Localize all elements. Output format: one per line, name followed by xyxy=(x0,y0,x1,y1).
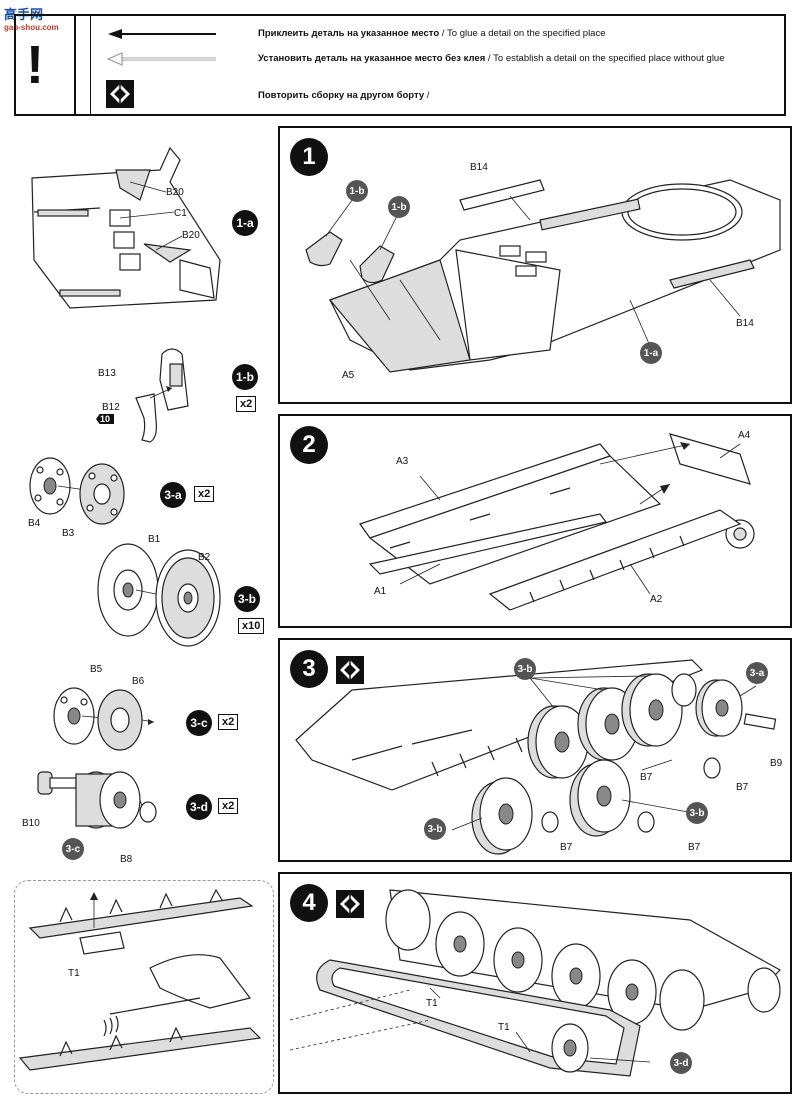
mult-3c: x2 xyxy=(218,714,239,730)
step-1-tag-1b-left: 1-b xyxy=(346,180,368,202)
step-3-drawing xyxy=(295,659,777,855)
part-badge-10: 10 xyxy=(96,414,115,424)
legend-repeat-text: Повторить сборку на другом борту / xyxy=(258,90,429,101)
tag-3a: 3-a xyxy=(160,482,186,508)
step-3-tag-3b-left: 3-b xyxy=(424,818,446,840)
step-4-number: 4 xyxy=(290,884,328,922)
label-b3: B3 xyxy=(62,528,75,539)
label-b13: B13 xyxy=(98,368,116,379)
label-t1-inset: T1 xyxy=(68,968,80,979)
legend-repeat-ru: Повторить сборку на другом борту xyxy=(258,90,425,101)
legend-box: ! Приклеить деталь на указанное место / … xyxy=(14,14,786,116)
step-3-number: 3 xyxy=(290,650,328,688)
step-3-label-b7-d: B7 xyxy=(688,842,701,853)
tag-3d: 3-d xyxy=(186,794,212,820)
step-2-label-a4: A4 xyxy=(738,430,751,441)
step-3-label-b7-a: B7 xyxy=(640,772,653,783)
label-b8: B8 xyxy=(120,854,133,865)
step-1-tag-1b-right: 1-b xyxy=(388,196,410,218)
legend-glue-text: Приклеить деталь на указанное место / To… xyxy=(258,28,606,39)
sub3a-drawing xyxy=(29,457,125,525)
step-4-label-t1-b: T1 xyxy=(498,1022,510,1033)
legend-noglue-ru: Установить деталь на указанное место без… xyxy=(258,53,486,64)
sub3d-drawing xyxy=(37,771,157,829)
step-1-label-b14-right: B14 xyxy=(736,318,754,329)
step-1-label-a5: A5 xyxy=(342,370,355,381)
label-b6: B6 xyxy=(132,676,145,687)
watermark-sub: gao-shou.com xyxy=(4,23,59,32)
legend-glue-en: / To glue a detail on the specified plac… xyxy=(439,28,606,39)
step-4-tag-3d: 3-d xyxy=(670,1052,692,1074)
step-3-tag-3a: 3-a xyxy=(746,662,768,684)
sub1b-drawing xyxy=(135,348,189,443)
step-3-tag-3b-right: 3-b xyxy=(686,802,708,824)
step-4-label-t1-a: T1 xyxy=(426,998,438,1009)
label-b10: B10 xyxy=(22,818,40,829)
mult-1b: x2 xyxy=(236,396,257,412)
step-2-label-a2: A2 xyxy=(650,594,663,605)
label-b12: B12 xyxy=(102,402,120,413)
step-1-drawing xyxy=(305,179,781,373)
sub3b-drawing xyxy=(97,543,221,647)
step-3-label-b9: B9 xyxy=(770,758,783,769)
label-b20-bottom: B20 xyxy=(182,230,200,241)
legend-divider xyxy=(74,16,76,114)
legend-noglue-en: / To establish a detail on the specified… xyxy=(485,53,725,64)
label-c1: C1 xyxy=(174,208,187,219)
sub1a-drawing xyxy=(31,146,221,309)
step-4-repeat-icon xyxy=(336,890,364,918)
label-b4: B4 xyxy=(28,518,41,529)
tag-3d-sub-3c: 3-c xyxy=(62,838,84,860)
step-2-number: 2 xyxy=(290,426,328,464)
step-3-repeat-icon xyxy=(336,656,364,684)
step-2-label-a1: A1 xyxy=(374,586,387,597)
sub1a-leaders xyxy=(119,181,183,251)
step-2-drawing xyxy=(359,433,755,611)
mult-3b: x10 xyxy=(238,618,265,634)
label-b1: B1 xyxy=(148,534,161,545)
step-1-label-b14-top: B14 xyxy=(470,162,488,173)
tag-3b: 3-b xyxy=(234,586,260,612)
step-1-number: 1 xyxy=(290,138,328,176)
step-3-label-b7-b: B7 xyxy=(736,782,749,793)
legend-arrows xyxy=(106,29,216,66)
mult-3d: x2 xyxy=(218,798,239,814)
tag-1b: 1-b xyxy=(232,364,258,390)
repeat-symbol-icon xyxy=(106,80,134,108)
step-2-label-a3: A3 xyxy=(396,456,409,467)
tag-3c: 3-c xyxy=(186,710,212,736)
step-3-tag-3b-top: 3-b xyxy=(514,658,536,680)
exclamation-icon: ! xyxy=(26,35,44,95)
legend-repeat-en: / xyxy=(424,90,430,101)
mult-3a: x2 xyxy=(194,486,215,502)
sub3c-drawing xyxy=(53,687,155,751)
step-4-drawing xyxy=(289,889,781,1077)
label-b20-top: B20 xyxy=(166,187,184,198)
step-3-label-b7-c: B7 xyxy=(560,842,573,853)
track-inset-drawing xyxy=(18,888,262,1071)
label-b5: B5 xyxy=(90,664,103,675)
legend-divider-thin xyxy=(90,16,91,114)
track-detail-inset xyxy=(14,880,274,1094)
tag-1a: 1-a xyxy=(232,210,258,236)
label-b2: B2 xyxy=(198,552,211,563)
step-1-tag-1a: 1-a xyxy=(640,342,662,364)
legend-noglue-text: Установить деталь на указанное место без… xyxy=(258,53,725,64)
legend-glue-ru: Приклеить деталь на указанное место xyxy=(258,28,440,39)
